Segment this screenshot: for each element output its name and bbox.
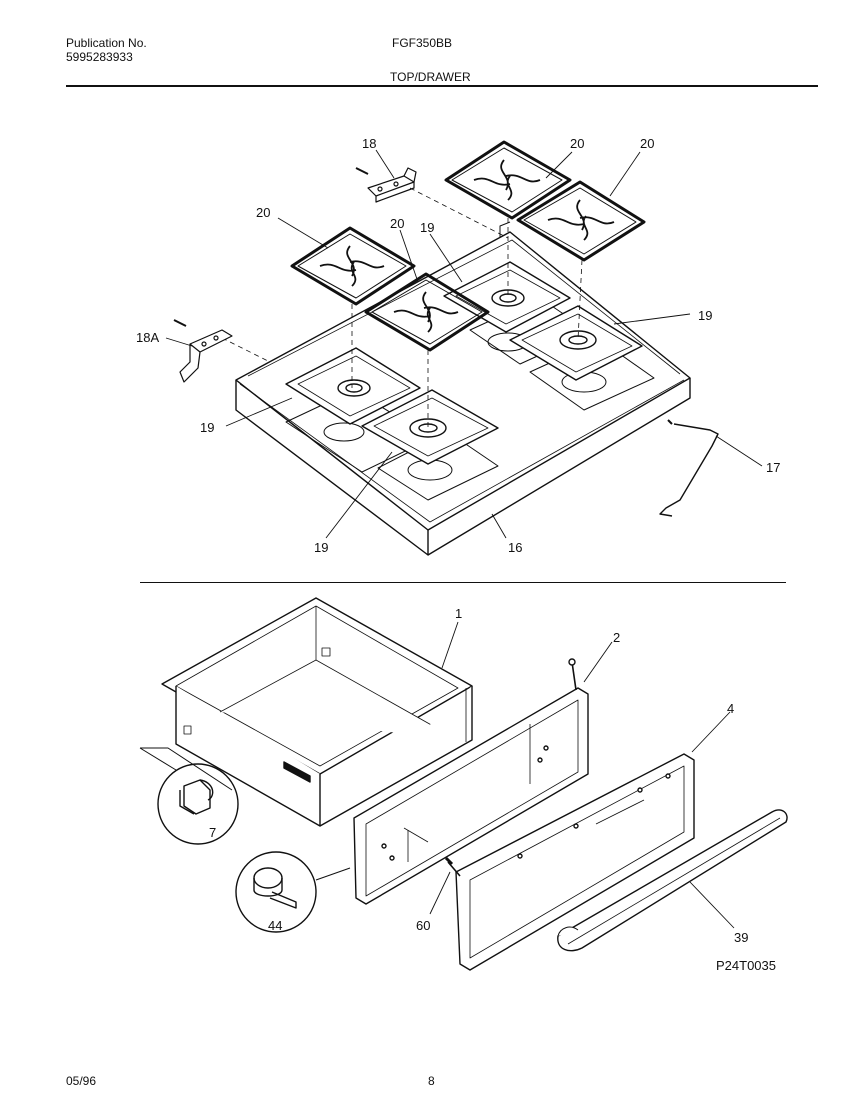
alignment-lines xyxy=(221,187,583,428)
callout-17: 17 xyxy=(766,460,780,475)
callout-1: 1 xyxy=(455,606,462,621)
drawer-handle-39 xyxy=(557,809,788,952)
callout-20-front: 20 xyxy=(390,216,404,231)
callout-19-left: 19 xyxy=(200,420,214,435)
callout-39: 39 xyxy=(734,930,748,945)
callout-labels: 18 20 20 20 20 19 19 18A 19 19 16 17 1 2… xyxy=(136,136,780,973)
callout-2: 2 xyxy=(613,630,620,645)
figure-code: P24T0035 xyxy=(716,958,776,973)
callout-18a: 18A xyxy=(136,330,159,345)
callout-16: 16 xyxy=(508,540,522,555)
callout-19-front: 19 xyxy=(314,540,328,555)
drawer-body xyxy=(161,597,473,827)
drawer-panel-4 xyxy=(455,753,695,971)
publication-label: Publication No. xyxy=(66,36,147,50)
footer-date: 05/96 xyxy=(66,1074,97,1088)
publication-block: Publication No. 5995283933 xyxy=(66,36,147,64)
model-number: FGF350BB xyxy=(392,36,453,50)
detail-44 xyxy=(235,851,351,933)
callout-20-rear-left: 20 xyxy=(570,136,584,151)
bracket-18a xyxy=(173,319,233,383)
support-rod-17 xyxy=(659,419,719,517)
detail-7 xyxy=(139,747,239,845)
section-divider xyxy=(140,582,786,583)
leader-lines xyxy=(165,149,763,929)
callout-20-left: 20 xyxy=(256,205,270,220)
callout-60: 60 xyxy=(416,918,430,933)
callout-4: 4 xyxy=(727,701,734,716)
callout-20-rear-right: 20 xyxy=(640,136,654,151)
drip-pans xyxy=(285,261,643,465)
bracket-18 xyxy=(355,167,417,203)
callout-19-right: 19 xyxy=(698,308,712,323)
page-number: 8 xyxy=(428,1074,435,1088)
burner-grates xyxy=(290,140,646,352)
screw-60 xyxy=(444,856,461,877)
publication-number: 5995283933 xyxy=(66,50,133,64)
header-rule xyxy=(66,85,818,87)
drawer-front-2 xyxy=(353,658,589,905)
callout-7: 7 xyxy=(209,825,216,840)
callout-44: 44 xyxy=(268,918,282,933)
callout-18: 18 xyxy=(362,136,376,151)
callout-19-rear: 19 xyxy=(420,220,434,235)
section-title: TOP/DRAWER xyxy=(390,70,471,84)
